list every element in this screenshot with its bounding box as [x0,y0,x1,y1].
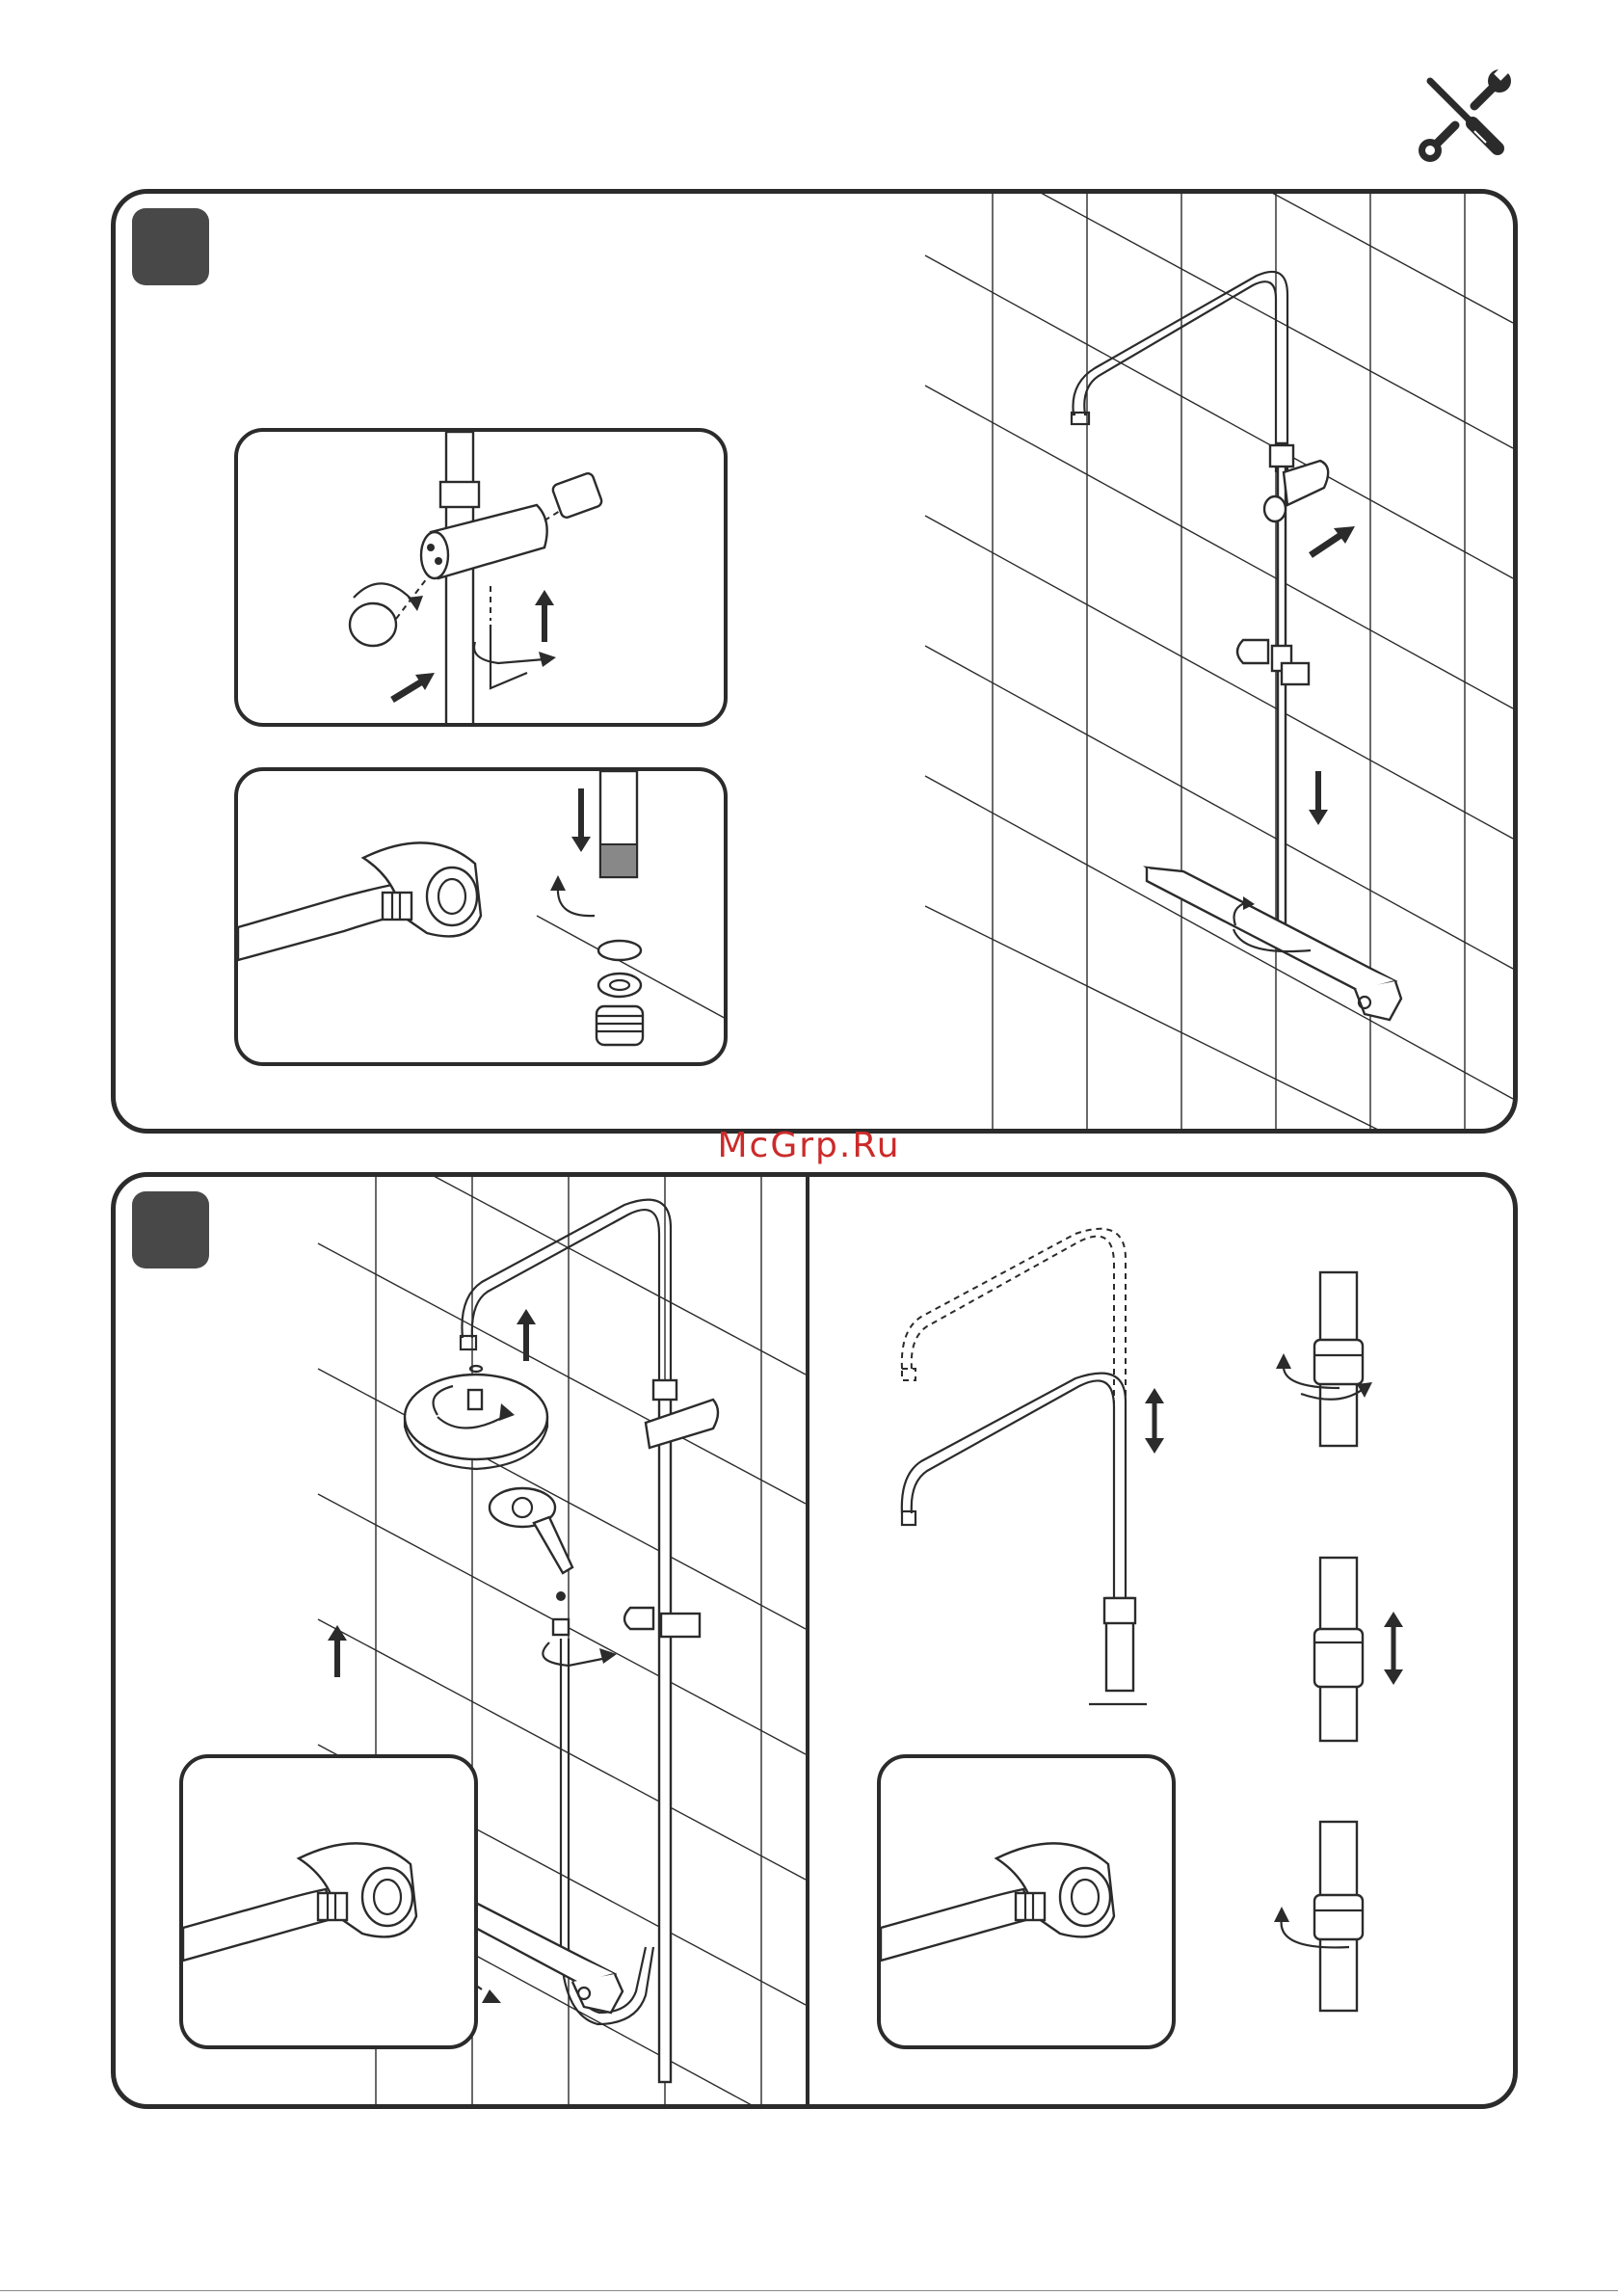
step-1-badge [132,208,209,285]
clamp-tighten-illustration [1272,1822,1397,2015]
watermark: McGrp.Ru [0,1126,1618,1165]
height-adjust-illustration [867,1224,1176,1725]
tools-icon [1417,67,1513,164]
step-1-wall-illustration [925,193,1513,1130]
step-2-divider [806,1172,809,2109]
step-1-inset-rail-detail [234,428,728,727]
footer-line [0,2290,1618,2291]
clamp-loosen-illustration [1272,1263,1397,1455]
step-2-badge [132,1191,209,1268]
step-2-inset-wrench-right [877,1754,1176,2049]
wrench-illustration [238,771,728,1066]
rail-holder-illustration [238,432,728,727]
step-1-inset-wrench-detail [234,767,728,1066]
clamp-slide-illustration [1291,1548,1417,1750]
wrench-illustration [881,1758,1176,2049]
wrench-illustration [183,1758,478,2049]
step-2-inset-wrench-left [179,1754,478,2049]
